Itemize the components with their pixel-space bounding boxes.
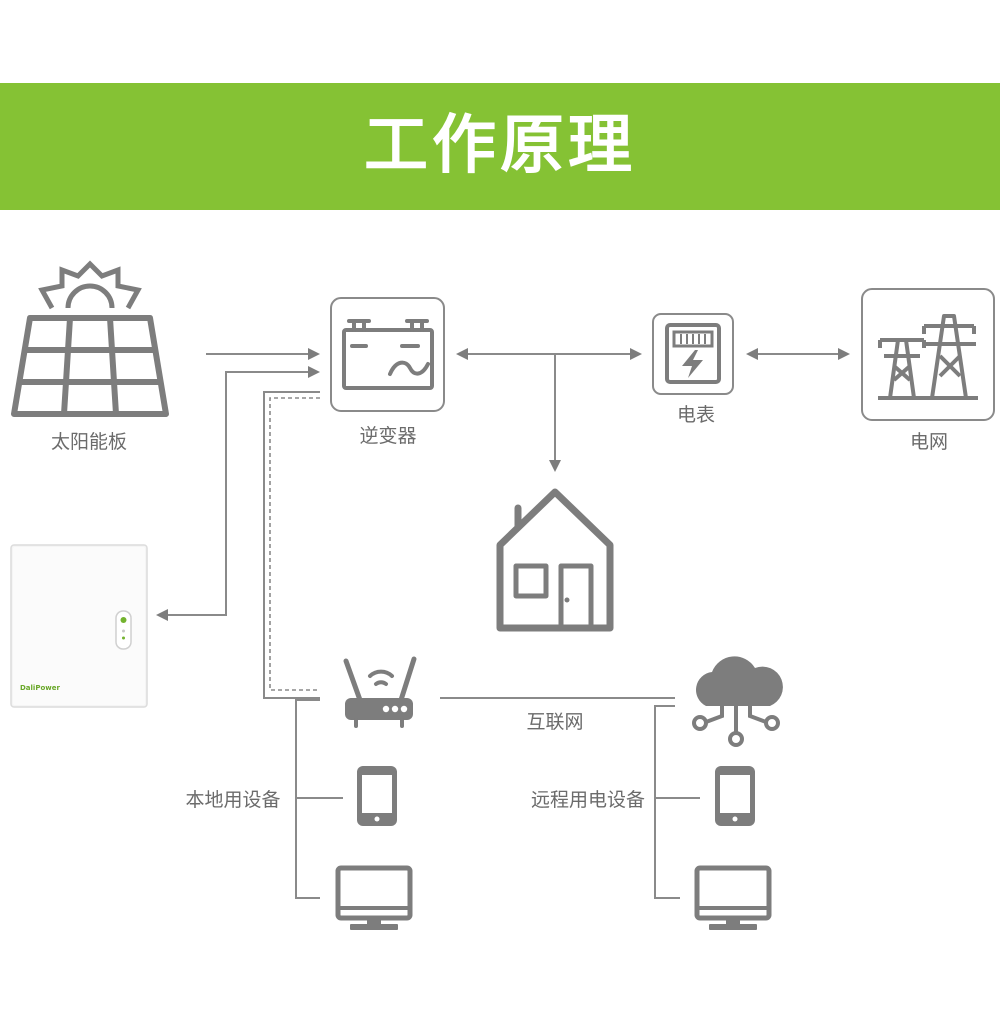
- battery-cabinet: DaliPower: [10, 544, 148, 708]
- inverter-label: 逆变器: [359, 425, 416, 447]
- grid-box: [861, 288, 995, 421]
- battery-brand: DaliPower: [20, 684, 60, 692]
- sun-icon: [38, 260, 142, 310]
- page-title: 工作原理: [364, 109, 636, 183]
- connector-lines: [156, 348, 850, 899]
- phone-icon: [715, 766, 755, 826]
- meter-icon: [665, 323, 721, 384]
- status-led: [120, 617, 127, 623]
- local-devices-label: 本地用设备: [185, 789, 280, 811]
- remote-devices-label: 远程用电设备: [531, 789, 645, 811]
- solar-panel-label: 太阳能板: [51, 431, 127, 453]
- meter-label: 电表: [677, 404, 715, 426]
- door-knob: [564, 597, 570, 603]
- title-banner: 工作原理: [0, 83, 1000, 210]
- meter-box: [652, 313, 734, 395]
- inverter-icon: [342, 319, 434, 390]
- grid-label: 电网: [910, 431, 948, 453]
- solar-panel-icon: [11, 315, 169, 417]
- house-icon: [496, 488, 614, 632]
- monitor-icon: [694, 865, 772, 930]
- internet-label: 互联网: [526, 711, 583, 733]
- cloud-network-icon: [692, 656, 783, 747]
- monitor-icon: [335, 865, 413, 930]
- transmission-tower-icon: [878, 314, 978, 400]
- dashed-communication-line: [269, 397, 320, 691]
- phone-icon: [357, 766, 397, 826]
- router-icon: [343, 656, 417, 728]
- inverter-box: [330, 297, 445, 412]
